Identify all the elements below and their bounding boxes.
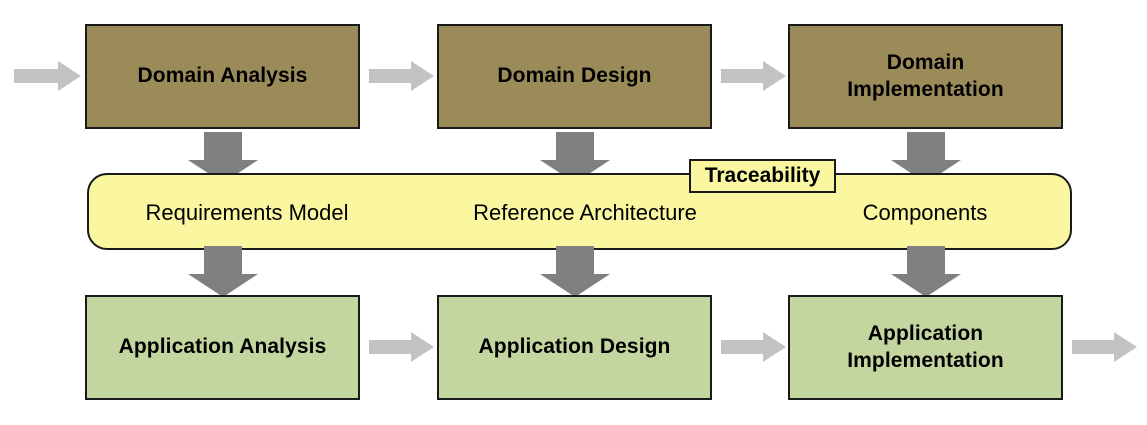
arrow-right-icon-domain-in (14, 60, 82, 92)
arrow-down-icon-application-design (539, 246, 611, 298)
band-artifact-label: Reference Architecture (473, 200, 697, 225)
band-artifact-label: Components (862, 200, 988, 225)
arrow-right-icon-domain-1 (369, 60, 435, 92)
process-box-label: Domain Analysis (137, 64, 308, 88)
process-box-domain-analysis[interactable]: Domain Analysis (85, 24, 360, 129)
band-artifact-components: Components (800, 200, 1050, 226)
process-box-application-analysis[interactable]: Application Analysis (85, 295, 360, 400)
process-box-label: Domain Design (497, 64, 652, 88)
process-box-label: Domain Implementation (847, 50, 1004, 101)
arrow-down-icon-application-implementation (890, 246, 962, 298)
process-box-label: Application Analysis (118, 335, 327, 359)
process-box-label: Application Implementation (847, 321, 1004, 372)
process-box-application-design[interactable]: Application Design (437, 295, 712, 400)
arrow-right-icon-application-1 (369, 331, 435, 363)
process-box-domain-implementation[interactable]: Domain Implementation (788, 24, 1063, 129)
arrow-right-icon-application-2 (721, 331, 787, 363)
process-box-application-implementation[interactable]: Application Implementation (788, 295, 1063, 400)
arrow-down-icon-domain-design (539, 132, 611, 184)
process-box-domain-design[interactable]: Domain Design (437, 24, 712, 129)
arrow-down-icon-domain-implementation (890, 132, 962, 184)
traceability-chip[interactable]: Traceability (689, 159, 836, 193)
arrow-down-icon-domain-analysis (187, 132, 259, 184)
arrow-down-icon-application-analysis (187, 246, 259, 298)
arrow-right-icon-application-out (1072, 331, 1138, 363)
arrow-right-icon-domain-2 (721, 60, 787, 92)
band-artifact-requirements-model: Requirements Model (87, 200, 407, 226)
band-artifact-reference-architecture: Reference Architecture (420, 200, 750, 226)
traceability-chip-label: Traceability (704, 164, 821, 187)
process-box-label: Application Design (478, 335, 671, 359)
band-artifact-label: Requirements Model (145, 200, 349, 225)
